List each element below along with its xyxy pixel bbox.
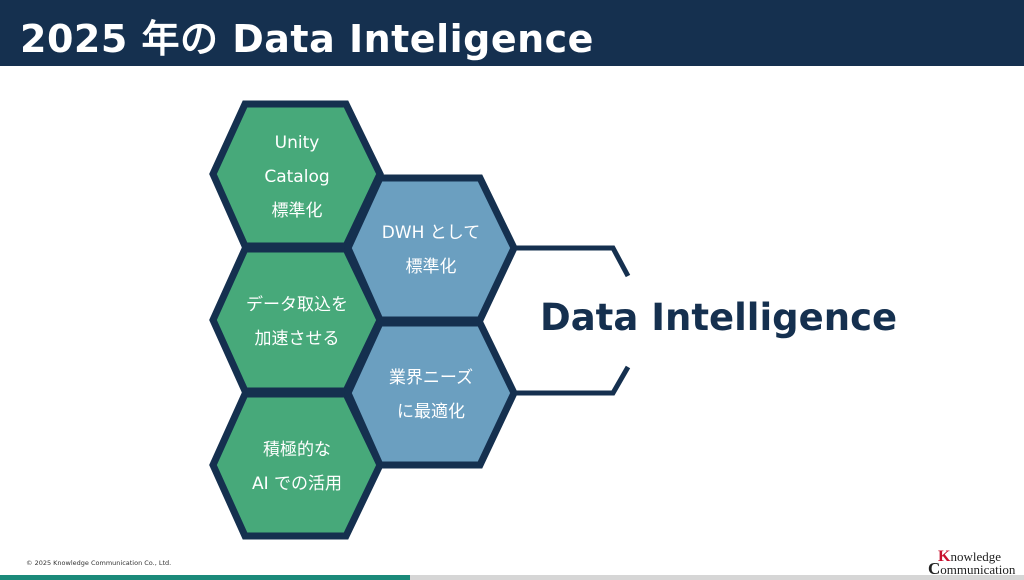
- hex-text: 加速させる: [254, 329, 340, 349]
- hex-text: 標準化: [405, 257, 457, 277]
- copyright: © 2025 Knowledge Communication Co., Ltd.: [26, 559, 172, 567]
- hex-label-unity-catalog: Unity Catalog 標準化: [217, 126, 377, 228]
- hex-text: Catalog: [264, 167, 330, 187]
- hex-label-data-ingest: データ取込を 加速させる: [217, 288, 377, 356]
- bracket-bottom: [514, 365, 631, 396]
- hex-text: 標準化: [271, 201, 323, 221]
- hex-text: に最適化: [397, 402, 465, 422]
- hex-label-ai-usage: 積極的な AI での活用: [217, 433, 377, 501]
- bracket-top: [514, 245, 631, 278]
- header-bar: 2025 年の Data Inteligence: [0, 0, 1024, 66]
- hex-label-dwh: DWH として 標準化: [351, 216, 511, 284]
- headline: Data Intelligence: [540, 296, 898, 339]
- hex-text: 積極的な: [263, 440, 331, 460]
- company-logo: Knowledge Communication: [928, 548, 1016, 578]
- hex-text: 業界ニーズ: [388, 368, 474, 388]
- hex-label-industry: 業界ニーズ に最適化: [351, 361, 511, 429]
- slide-title: 2025 年の Data Inteligence: [20, 17, 594, 61]
- footer-bar-accent: [0, 575, 410, 580]
- hex-text: DWH として: [381, 223, 481, 243]
- hex-text: Unity: [274, 133, 320, 153]
- hex-text: AI での活用: [251, 474, 343, 494]
- hex-text: データ取込を: [246, 295, 348, 315]
- footer-bar: [410, 575, 1024, 580]
